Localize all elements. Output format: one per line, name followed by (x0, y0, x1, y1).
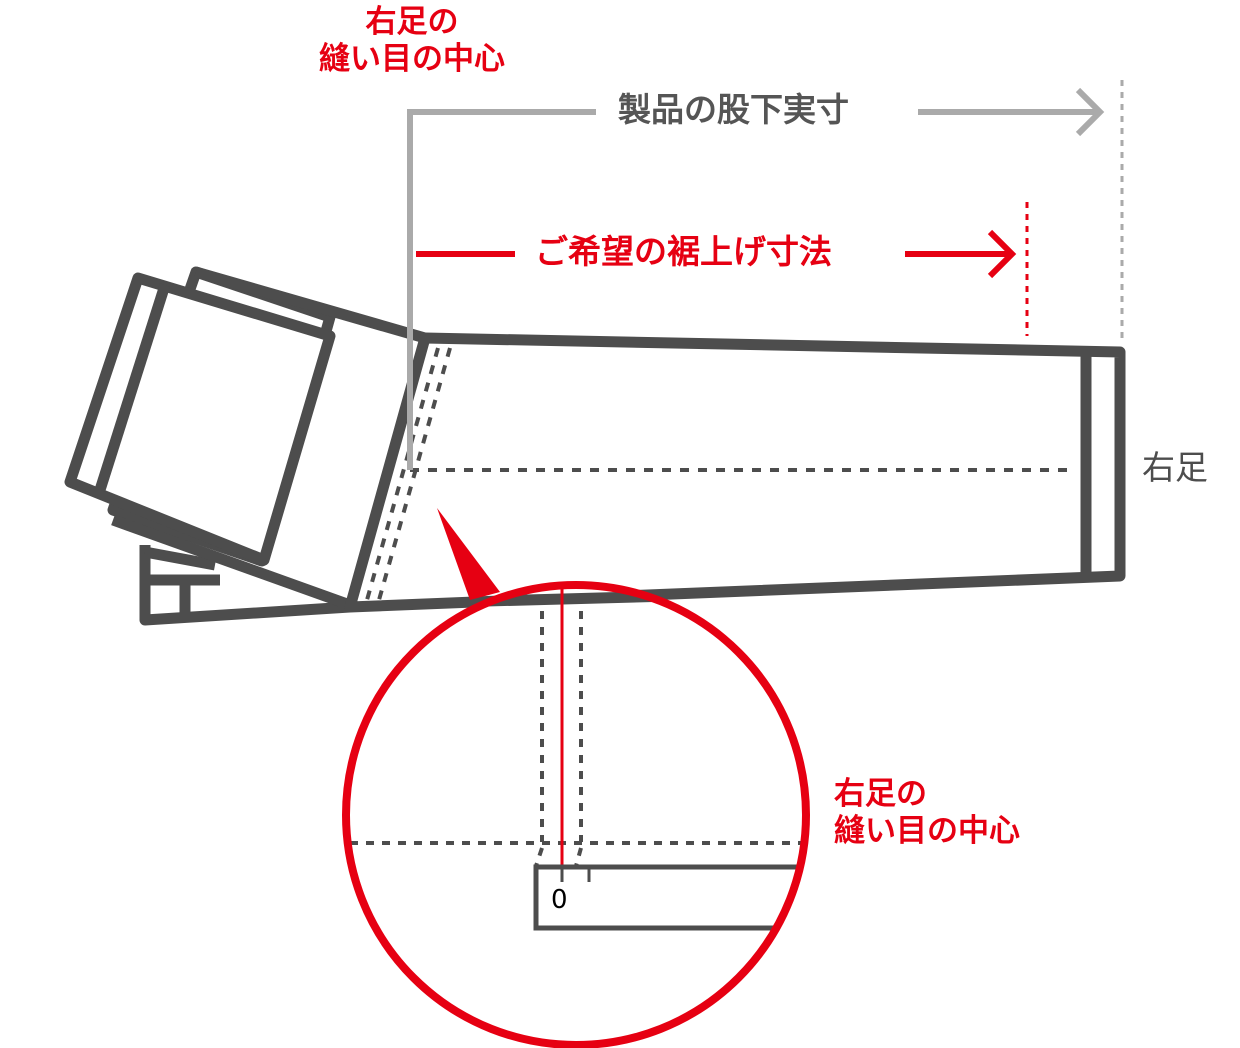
zoom-seam-center-line1: 右足の (834, 776, 927, 812)
seam-stitch-lines (365, 347, 1070, 601)
top-seam-center-label: 右足の 縫い目の中心 (296, 4, 528, 77)
zoom-seam-center-label: 右足の 縫い目の中心 (834, 776, 1020, 849)
desired-hem-label: ご希望の裾上げ寸法 (535, 232, 832, 271)
zoom-seam-center-line2: 縫い目の中心 (834, 812, 1020, 849)
ruler-zero-label: 0 (551, 885, 568, 915)
folded-waist-panels (64, 266, 427, 626)
right-leg-label: 右足 (1142, 448, 1208, 487)
product-inseam-measure (407, 80, 1124, 470)
top-seam-center-line2: 縫い目の中心 (319, 40, 505, 77)
right-leg-outline (344, 332, 1126, 613)
top-seam-center-line1: 右足の (365, 4, 459, 40)
magnified-inset (342, 581, 810, 1048)
magnifier-pointer (437, 508, 500, 600)
desired-hem-measure (416, 202, 1029, 336)
product-inseam-label: 製品の股下実寸 (618, 90, 849, 129)
